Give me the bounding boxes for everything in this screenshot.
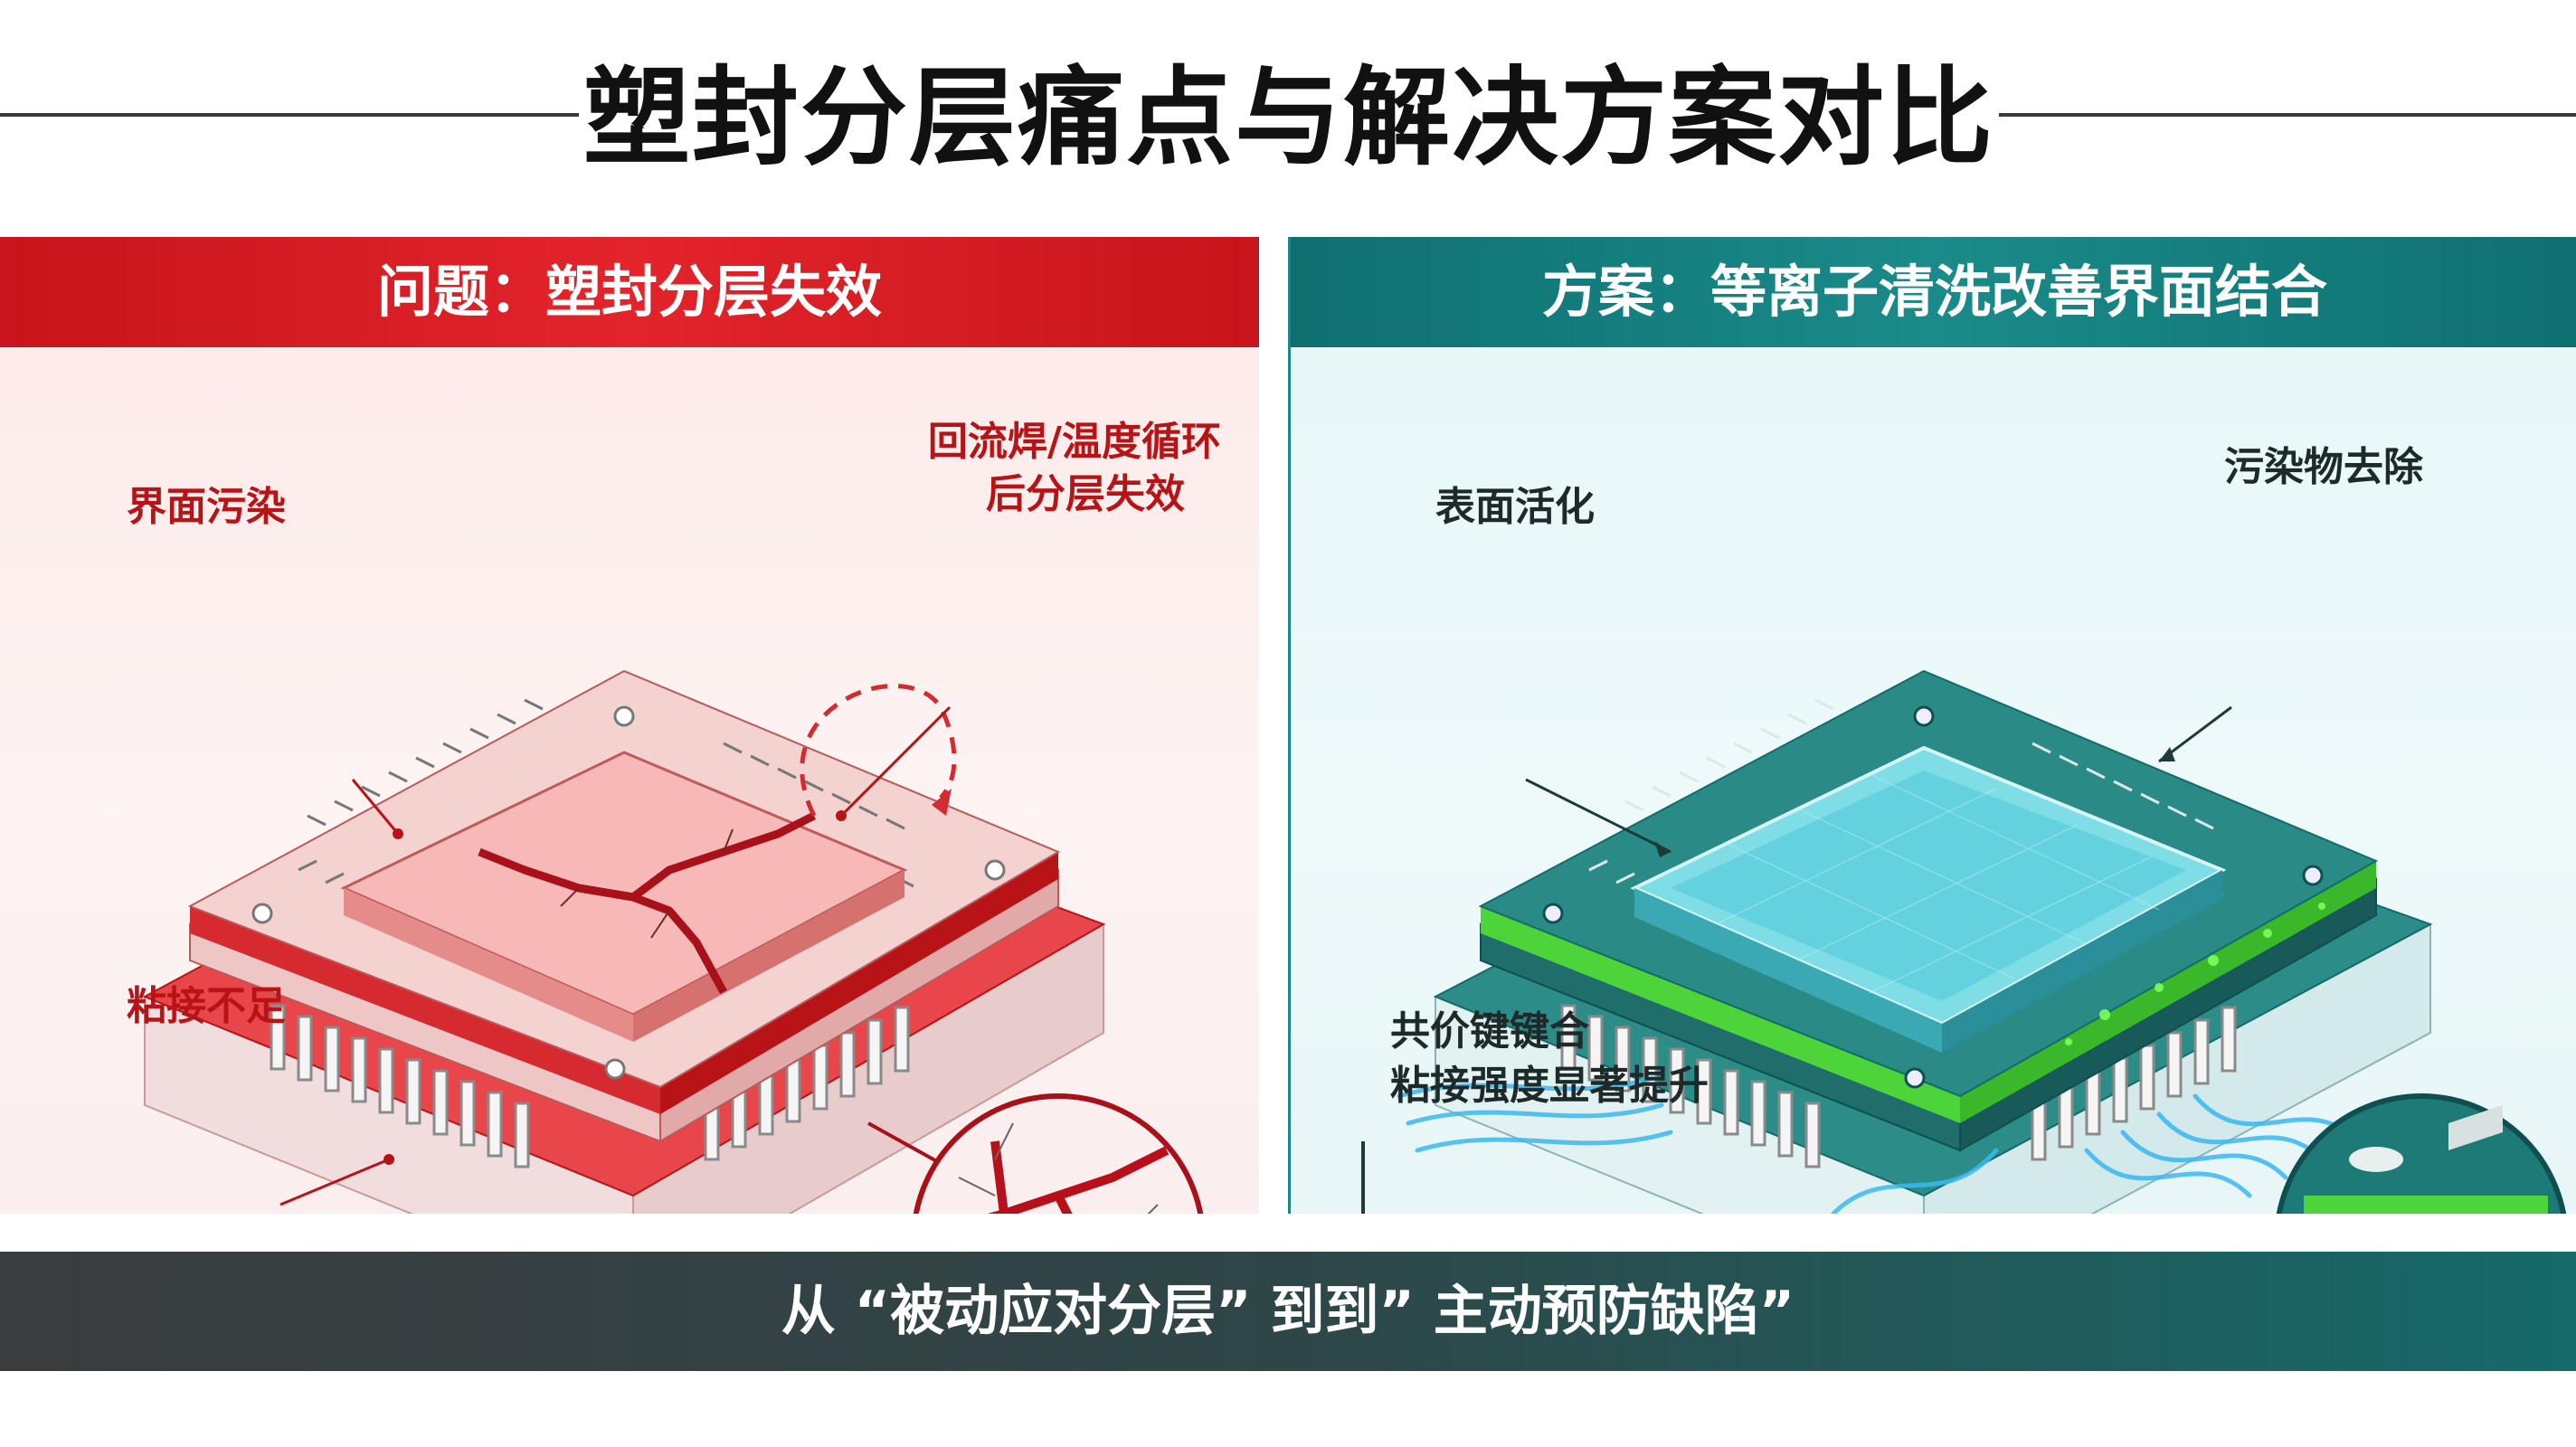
label-poor-adhesion: 粘接不足 [127,983,286,1029]
solution-panel: 方案：等离子清洗改善界面结合 [1288,237,2576,1214]
plasma-streams [1397,1075,2361,1214]
page-title: 塑封分层痛点与解决方案对比 [582,55,1994,180]
problem-panel: 问题：塑封分层失效 [0,237,1259,1214]
label-contaminant-removal: 污染物去除 [2224,444,2423,490]
interface-magnifier [2276,1093,2567,1214]
title-rule-left [0,113,579,117]
solution-lower-leads [1560,1004,2237,1168]
title-rule-right [1999,113,2576,117]
title-row: 塑封分层痛点与解决方案对比 [0,36,2576,190]
label-reflow-line1: 回流焊/温度循环 [927,419,1221,465]
label-adhesion-improved: 粘接强度显著提升 [1390,1063,1709,1109]
crack-magnifier [867,1093,1204,1214]
plasma-sparkles [2065,903,2325,1045]
problem-die [340,751,908,1042]
delamination-arrow [800,684,957,818]
plasma-treated-chip-diagram [1361,669,2567,1214]
solution-header: 方案：等离子清洗改善界面结合 [1291,237,2576,347]
label-reflow-line2: 后分层失效 [986,471,1185,517]
problem-header: 问题：塑封分层失效 [0,237,1259,347]
label-interface-contamination: 界面污染 [127,484,286,530]
label-covalent-bonding: 共价键键合 [1390,1008,1589,1055]
label-surface-activation: 表面活化 [1435,484,1595,530]
delaminated-chip-diagram [142,669,1204,1214]
solution-die [1630,745,2227,1053]
footer-banner: 从 “被动应对分层” 到到” 主动预防缺陷” [0,1252,2576,1371]
